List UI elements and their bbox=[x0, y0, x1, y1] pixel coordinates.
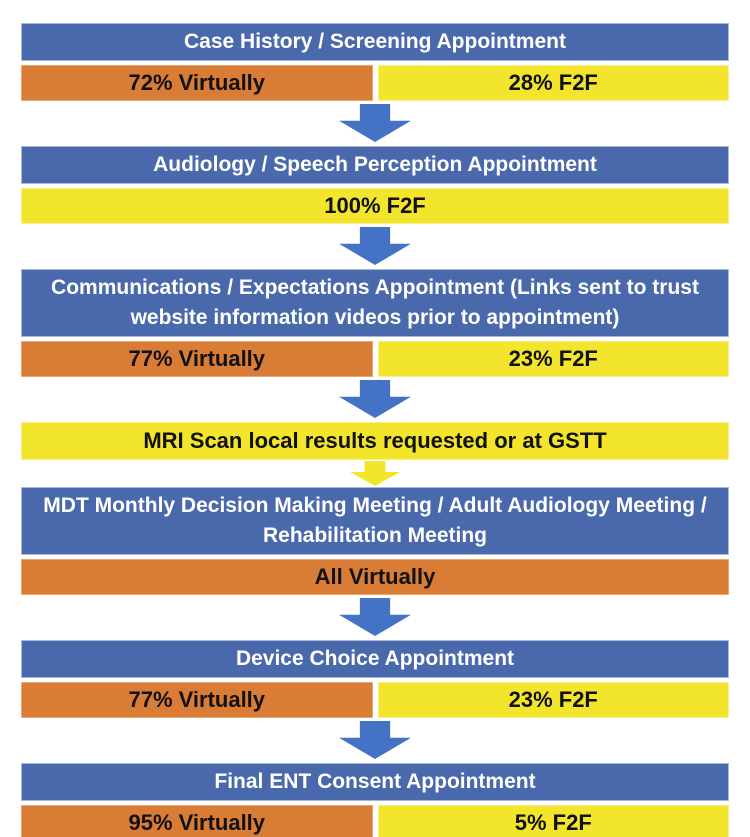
virtual-share-bar: All Virtually bbox=[21, 559, 729, 595]
down-arrow-icon bbox=[339, 380, 411, 418]
mode-split-row: 77% Virtually 23% F2F bbox=[21, 341, 729, 377]
f2f-share-bar: 5% F2F bbox=[377, 805, 729, 837]
step-title-bar: Device Choice Appointment bbox=[21, 640, 729, 678]
virtual-share-bar: 77% Virtually bbox=[21, 341, 373, 377]
virtual-share-bar: 72% Virtually bbox=[21, 65, 373, 101]
step-communications: Communications / Expectations Appointmen… bbox=[21, 269, 729, 418]
step-mri-scan: MRI Scan local results requested or at G… bbox=[21, 422, 729, 486]
step-title-bar: Case History / Screening Appointment bbox=[21, 23, 729, 61]
f2f-share-bar: 23% F2F bbox=[377, 341, 729, 377]
down-arrow-icon bbox=[339, 227, 411, 265]
f2f-share-bar: 28% F2F bbox=[377, 65, 729, 101]
virtual-share-bar: 77% Virtually bbox=[21, 682, 373, 718]
step-device-choice: Device Choice Appointment 77% Virtually … bbox=[21, 640, 729, 759]
f2f-share-bar: 23% F2F bbox=[377, 682, 729, 718]
step-title-bar: Communications / Expectations Appointmen… bbox=[21, 269, 729, 337]
down-arrow-icon bbox=[339, 721, 411, 759]
mode-split-row: 72% Virtually 28% F2F bbox=[21, 65, 729, 101]
step-title-bar: Final ENT Consent Appointment bbox=[21, 763, 729, 801]
mode-split-row: 95% Virtually 5% F2F bbox=[21, 805, 729, 837]
step-title-bar: Audiology / Speech Perception Appointmen… bbox=[21, 146, 729, 184]
mri-note-bar: MRI Scan local results requested or at G… bbox=[21, 422, 729, 460]
down-arrow-icon bbox=[339, 598, 411, 636]
step-audiology: Audiology / Speech Perception Appointmen… bbox=[21, 146, 729, 265]
f2f-share-bar: 100% F2F bbox=[21, 188, 729, 224]
step-mdt-meeting: MDT Monthly Decision Making Meeting / Ad… bbox=[21, 487, 729, 636]
step-final-ent-consent: Final ENT Consent Appointment 95% Virtua… bbox=[21, 763, 729, 837]
down-arrow-icon bbox=[339, 104, 411, 142]
step-title-bar: MDT Monthly Decision Making Meeting / Ad… bbox=[21, 487, 729, 555]
down-arrow-small-icon bbox=[350, 461, 400, 486]
mode-split-row: 77% Virtually 23% F2F bbox=[21, 682, 729, 718]
step-case-history: Case History / Screening Appointment 72%… bbox=[21, 23, 729, 142]
virtual-share-bar: 95% Virtually bbox=[21, 805, 373, 837]
